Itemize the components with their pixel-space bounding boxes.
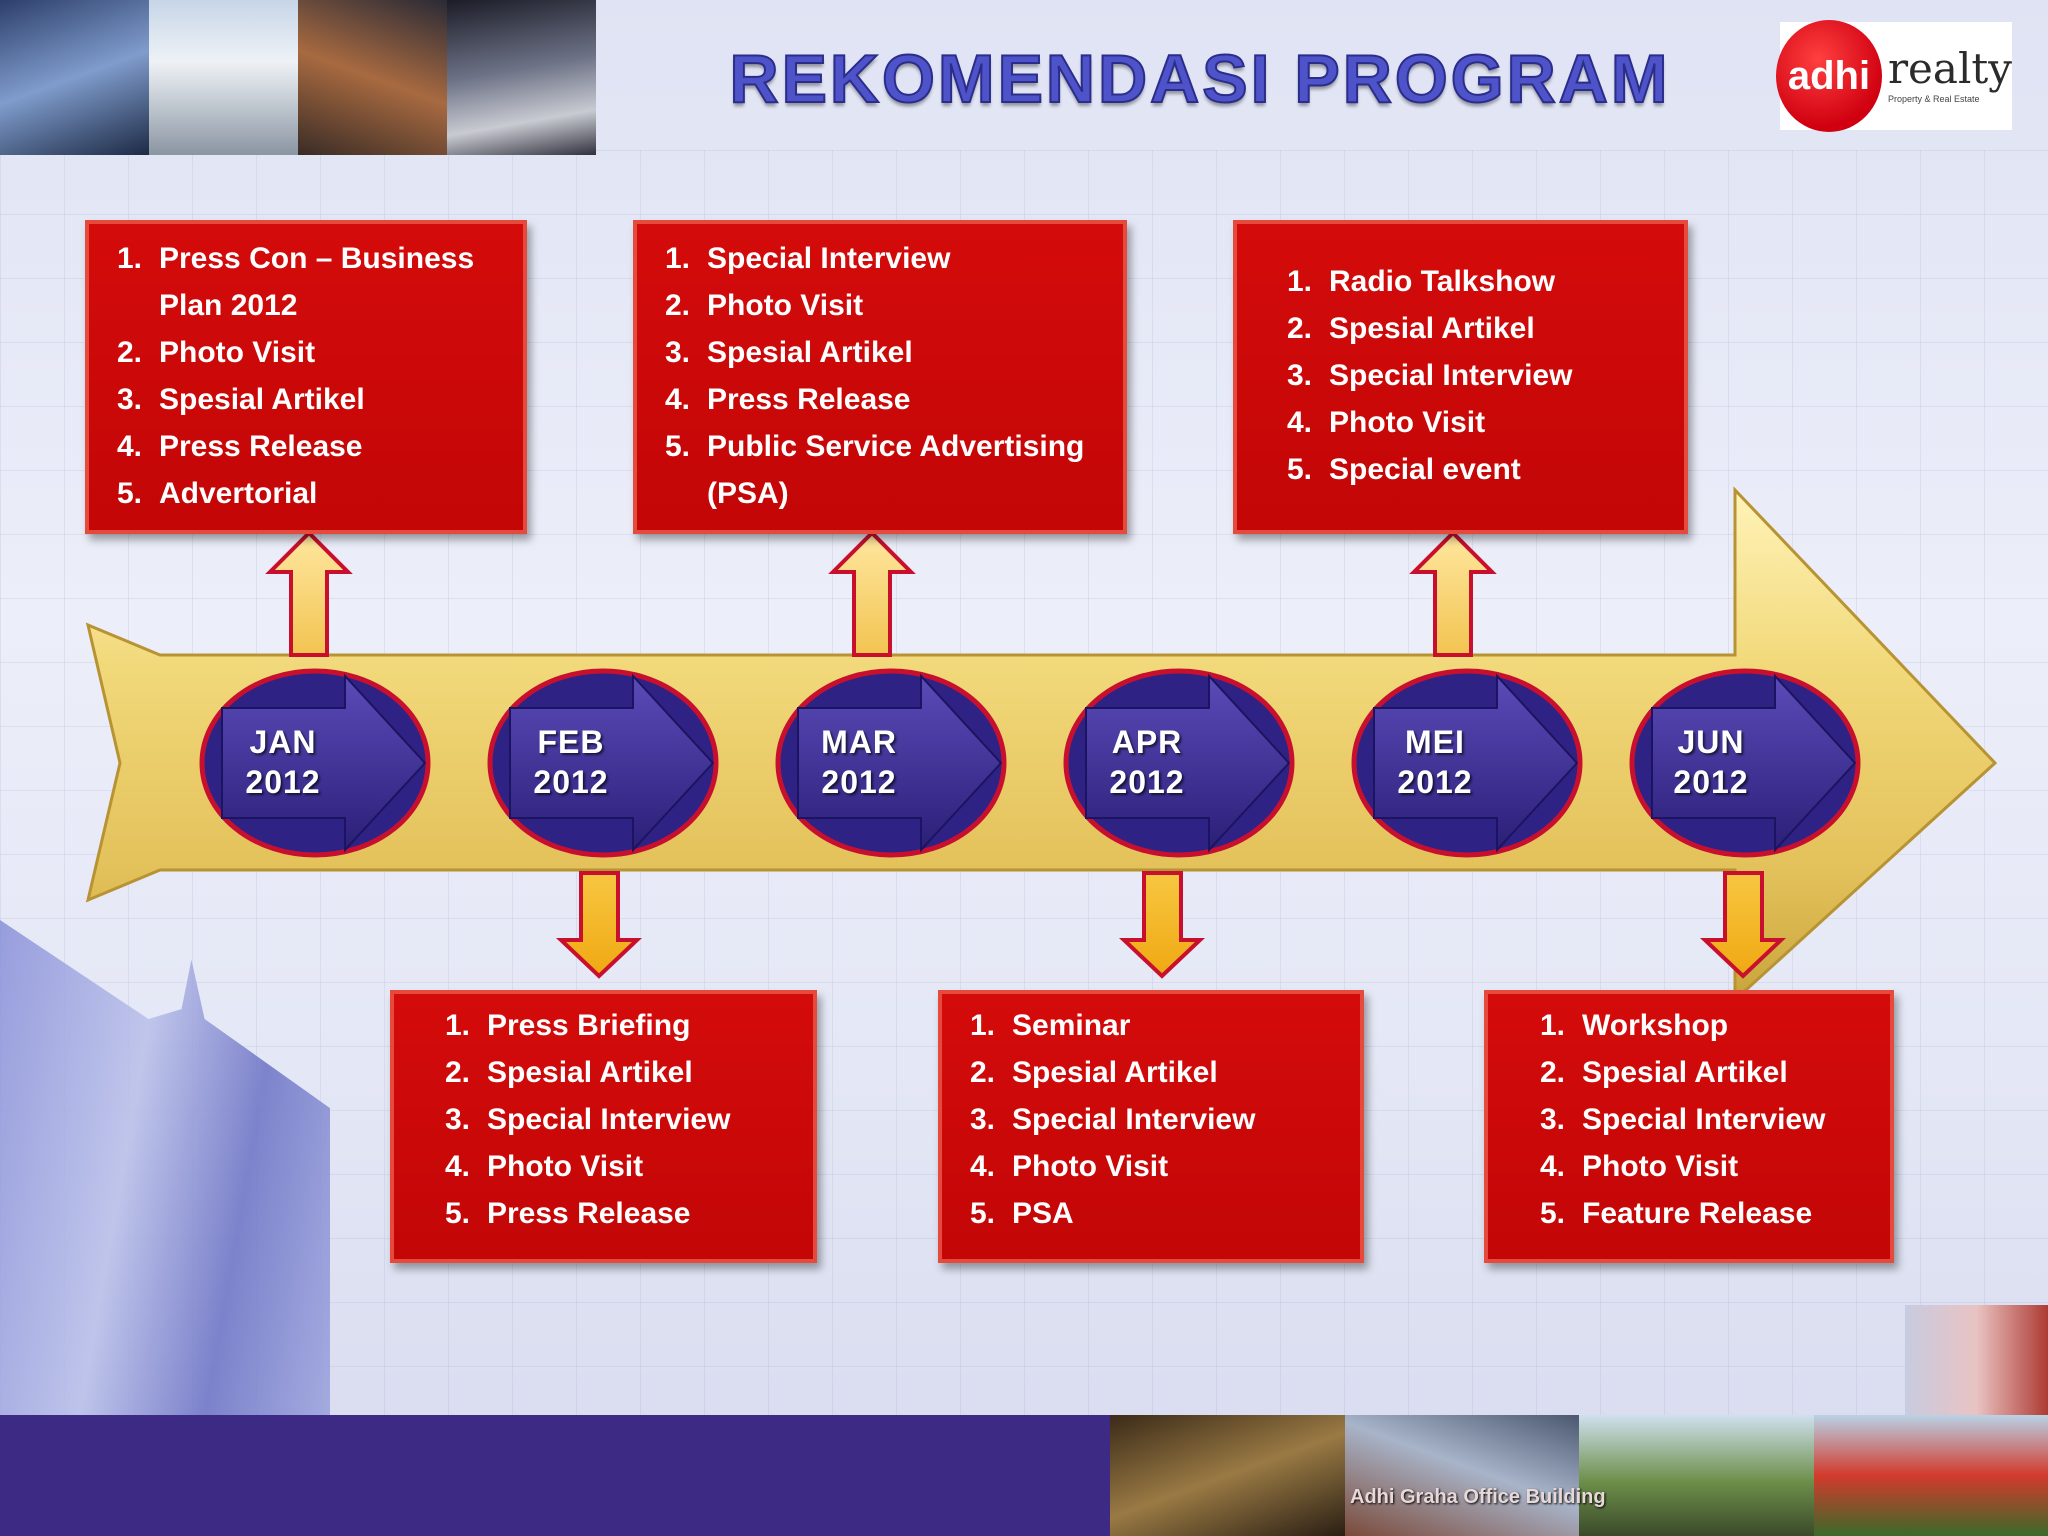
- list-item: 2.Spesial Artikel: [1540, 1056, 1788, 1089]
- list-item: 1.Seminar: [970, 1009, 1131, 1042]
- month-name: JUN: [1677, 724, 1745, 760]
- logo-word: realty: [1887, 44, 2012, 93]
- month-label-feb: FEB 2012: [506, 722, 636, 802]
- down-arrow-feb: [555, 871, 643, 979]
- list-item: 2.Spesial Artikel: [445, 1056, 693, 1089]
- building-photo: [298, 0, 447, 155]
- list-item: 4.Photo Visit: [1287, 406, 1486, 439]
- list-item: 4.Press Release: [117, 430, 363, 463]
- logo-tagline: Property & Real Estate: [1887, 94, 1980, 104]
- down-arrow-jun: [1699, 871, 1787, 979]
- building-photo: [1905, 1305, 2048, 1415]
- month-circle-jun: [1629, 668, 1861, 858]
- building-photo: [1579, 1415, 1814, 1536]
- building-photo: [1813, 1415, 2048, 1536]
- month-circle-jan: [199, 668, 431, 858]
- list-item: 4.Press Release: [665, 383, 911, 416]
- month-year: 2012: [821, 764, 897, 800]
- list-item: 2.Spesial Artikel: [970, 1056, 1218, 1089]
- up-arrow-jan: [265, 530, 353, 657]
- list-item: 5.Special event: [1287, 453, 1521, 486]
- list-item: 5.PSA: [970, 1197, 1074, 1230]
- list-item: 1.Press Briefing: [445, 1009, 691, 1042]
- month-name: APR: [1111, 724, 1183, 760]
- list-item: 2.Spesial Artikel: [1287, 312, 1535, 345]
- month-label-jun: JUN 2012: [1646, 722, 1776, 802]
- list-item: 3.Special Interview: [1287, 359, 1573, 392]
- list-item: 4.Photo Visit: [1540, 1150, 1739, 1183]
- month-year: 2012: [1673, 764, 1749, 800]
- month-year: 2012: [1109, 764, 1185, 800]
- month-label-apr: APR 2012: [1082, 722, 1212, 802]
- list-item: 5.Press Release: [445, 1197, 691, 1230]
- up-arrow-mar: [828, 530, 916, 657]
- list-item: 5.Public Service Advertising (PSA): [665, 430, 1085, 510]
- program-box-mar: 1.Special Interview 2.Photo Visit 3.Spes…: [633, 220, 1127, 534]
- month-year: 2012: [245, 764, 321, 800]
- program-box-mei: 1.Radio Talkshow 2.Spesial Artikel 3.Spe…: [1233, 220, 1688, 534]
- program-box-jan: 1.Press Con – Business Plan 2012 2.Photo…: [85, 220, 527, 534]
- list-item: 5.Advertorial: [117, 477, 318, 510]
- month-circle-feb: [487, 668, 719, 858]
- month-circle-mar: [775, 668, 1007, 858]
- program-box-jun: 1.Workshop 2.Spesial Artikel 3.Special I…: [1484, 990, 1894, 1263]
- month-name: JAN: [249, 724, 317, 760]
- month-year: 2012: [533, 764, 609, 800]
- month-name: FEB: [537, 724, 605, 760]
- company-logo: adhi realty Property & Real Estate: [1776, 20, 2012, 132]
- program-box-feb: 1.Press Briefing 2.Spesial Artikel 3.Spe…: [390, 990, 817, 1263]
- building-photo: [447, 0, 596, 155]
- list-item: 4.Photo Visit: [970, 1150, 1169, 1183]
- month-label-mar: MAR 2012: [794, 722, 924, 802]
- month-name: MAR: [821, 724, 897, 760]
- month-circle-apr: [1063, 668, 1295, 858]
- list-item: 3.Special Interview: [970, 1103, 1256, 1136]
- list-item: 3.Spesial Artikel: [117, 383, 365, 416]
- page-title: REKOMENDASI PROGRAM: [728, 40, 1671, 118]
- building-photo: [149, 0, 298, 155]
- list-item: 2.Photo Visit: [117, 336, 316, 369]
- list-item: 4.Photo Visit: [445, 1150, 644, 1183]
- down-arrow-apr: [1118, 871, 1206, 979]
- list-item: 2.Photo Visit: [665, 289, 864, 322]
- logo-mark: adhi: [1776, 20, 1882, 132]
- list-item: 1.Press Con – Business Plan 2012: [117, 242, 475, 322]
- up-arrow-mei: [1409, 530, 1497, 657]
- building-photo: [1344, 1415, 1579, 1536]
- footer-caption: Adhi Graha Office Building: [1350, 1486, 1606, 1508]
- month-name: MEI: [1405, 724, 1465, 760]
- list-item: 5.Feature Release: [1540, 1197, 1813, 1230]
- footer-band: [0, 1415, 1110, 1536]
- month-circle-mei: [1351, 668, 1583, 858]
- month-label-jan: JAN 2012: [218, 722, 348, 802]
- list-item: 3.Special Interview: [445, 1103, 731, 1136]
- month-year: 2012: [1397, 764, 1473, 800]
- building-photo: [1110, 1415, 1345, 1536]
- program-box-apr: 1.Seminar 2.Spesial Artikel 3.Special In…: [938, 990, 1364, 1263]
- list-item: 3.Spesial Artikel: [665, 336, 913, 369]
- list-item: 1.Workshop: [1540, 1009, 1729, 1042]
- list-item: 1.Radio Talkshow: [1287, 265, 1556, 298]
- month-label-mei: MEI 2012: [1370, 722, 1500, 802]
- list-item: 1.Special Interview: [665, 242, 951, 275]
- building-photo: [0, 0, 149, 155]
- header-photo-strip: [0, 0, 596, 155]
- footer-photo-strip: [1110, 1415, 2048, 1536]
- list-item: 3.Special Interview: [1540, 1103, 1826, 1136]
